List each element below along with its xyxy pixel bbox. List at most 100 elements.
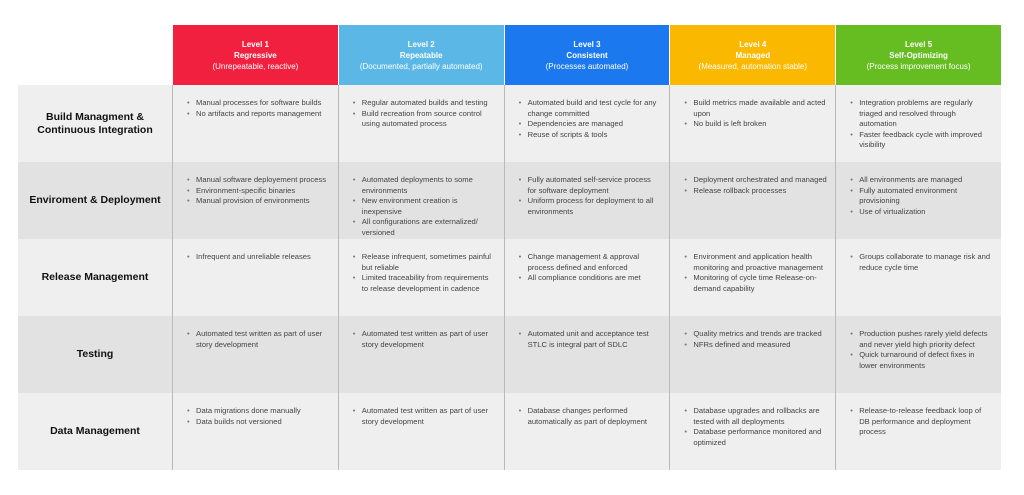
matrix-row: Release ManagementInfrequent and unrelia… [18,239,1001,316]
bullet-item: Monitoring of cycle time Release-on-dema… [684,273,827,294]
bullet-list: Fully automated self-service process for… [519,175,662,217]
bullet-item: No build is left broken [684,119,827,130]
bullet-item: All compliance conditions are met [519,273,662,284]
bullet-item: Fully automated environment provisioning [850,186,993,207]
level-description: (Documented, partially automated) [359,61,483,71]
matrix-cell: Deployment orchestrated and managedRelea… [669,162,835,239]
bullet-list: Change management & approval process def… [519,252,662,284]
bullet-item: Manual software deployement process [187,175,330,186]
level-name: Repeatable [399,50,443,60]
bullet-item: Limited traceability from requirements t… [353,273,496,294]
matrix-cell: Automated test written as part of user s… [337,393,504,470]
bullet-list: Groups collaborate to manage risk and re… [850,252,993,273]
bullet-list: Deployment orchestrated and managedRelea… [684,175,827,196]
bullet-list: Manual software deployement processEnvir… [187,175,330,207]
bullet-item: Automated test written as part of user s… [353,406,496,427]
matrix-cell: Data migrations done manuallyData builds… [172,393,338,470]
bullet-list: Database upgrades and rollbacks are test… [684,406,827,448]
bullet-list: Automated test written as part of user s… [353,406,496,427]
level-number: Level 3 [573,39,601,49]
bullet-list: Release infrequent, sometimes painful bu… [353,252,496,294]
bullet-item: Database changes performed automatically… [519,406,662,427]
bullet-item: All environments are managed [850,175,993,186]
matrix-cell: Environment and application health monit… [669,239,835,316]
bullet-list: Build metrics made available and acted u… [684,98,827,130]
bullet-item: Automated test written as part of user s… [187,329,330,350]
level-name: Regressive [234,50,277,60]
bullet-item: NFRs defined and measured [684,340,827,351]
row-label: Testing [76,348,114,360]
bullet-item: Automated build and test cycle for any c… [519,98,662,119]
matrix-cell: Release-to-release feedback loop of DB p… [835,393,1001,470]
row-label: Build Managment & Continuous Integration [37,110,153,136]
maturity-matrix: Level 1 Regressive (Unrepeatable, reacti… [18,25,1001,470]
header-corner [18,25,172,85]
bullet-item: Database upgrades and rollbacks are test… [684,406,827,427]
matrix-cell: Database changes performed automatically… [503,393,670,470]
level-description: (Processes automated) [545,61,629,71]
matrix-cell: Manual software deployement processEnvir… [172,162,338,239]
level-header-3: Level 3 Consistent (Processes automated) [503,25,670,85]
bullet-list: Data migrations done manuallyData builds… [187,406,330,427]
row-label: Enviroment & Deployment [29,194,161,206]
bullet-item: Reuse of scripts & tools [519,130,662,141]
matrix-body: Build Managment & Continuous Integration… [18,85,1001,470]
bullet-item: Data builds not versioned [187,417,330,428]
matrix-cell: Change management & approval process def… [503,239,670,316]
bullet-list: Environment and application health monit… [684,252,827,294]
bullet-list: Automated test written as part of user s… [187,329,330,350]
bullet-item: Automated unit and acceptance test STLC … [519,329,662,350]
level-description: (Process improvement focus) [866,61,971,71]
row-label: Data Management [50,425,140,437]
bullet-item: Dependencies are managed [519,119,662,130]
bullet-item: Release rollback processes [684,186,827,197]
bullet-list: All environments are managedFully automa… [850,175,993,217]
bullet-list: Automated build and test cycle for any c… [519,98,662,140]
bullet-item: Integration problems are regularly triag… [850,98,993,130]
matrix-cell: Quality metrics and trends are trackedNF… [669,316,835,393]
level-description: (Unrepeatable, reactive) [212,61,299,71]
bullet-item: Quality metrics and trends are tracked [684,329,827,340]
bullet-item: Database performance monitored and optim… [684,427,827,448]
bullet-item: New environment creation is inexpensive [353,196,496,217]
level-header-2: Level 2 Repeatable (Documented, partiall… [337,25,504,85]
bullet-item: Uniform process for deployment to all en… [519,196,662,217]
bullet-item: Build metrics made available and acted u… [684,98,827,119]
bullet-item: Environment-specific binaries [187,186,330,197]
bullet-item: Infrequent and unreliable releases [187,252,330,263]
level-header-1: Level 1 Regressive (Unrepeatable, reacti… [172,25,338,85]
bullet-item: Manual processes for software builds [187,98,330,109]
bullet-item: Automated test written as part of user s… [353,329,496,350]
matrix-cell: Production pushes rarely yield defects a… [835,316,1001,393]
bullet-item: Automated deployments to some environmen… [353,175,496,196]
bullet-item: Release infrequent, sometimes painful bu… [353,252,496,273]
bullet-item: All configurations are externalized/ ver… [353,217,496,238]
bullet-list: Integration problems are regularly triag… [850,98,993,151]
bullet-item: Change management & approval process def… [519,252,662,273]
bullet-list: Regular automated builds and testingBuil… [353,98,496,130]
matrix-cell: Automated unit and acceptance test STLC … [503,316,670,393]
matrix-row: Enviroment & Deployment Manual software d… [18,162,1001,239]
matrix-cell: Fully automated self-service process for… [503,162,670,239]
bullet-item: Deployment orchestrated and managed [684,175,827,186]
matrix-cell: Release infrequent, sometimes painful bu… [337,239,504,316]
bullet-item: Data migrations done manually [187,406,330,417]
matrix-cell: Groups collaborate to manage risk and re… [835,239,1001,316]
matrix-cell: Manual processes for software buildsNo a… [172,85,338,162]
bullet-list: Automated unit and acceptance test STLC … [519,329,662,350]
level-number: Level 2 [407,39,435,49]
bullet-list: Quality metrics and trends are trackedNF… [684,329,827,350]
bullet-item: Quick turnaround of defect fixes in lowe… [850,350,993,371]
level-header-4: Level 4 Managed (Measured, automation st… [669,25,836,85]
level-number: Level 5 [905,39,933,49]
matrix-row: Testing Automated test written as part of… [18,316,1001,393]
matrix-row: Data Management Data migrations done manu… [18,393,1001,470]
matrix-cell: Infrequent and unreliable releases [172,239,338,316]
matrix-cell: All environments are managedFully automa… [835,162,1001,239]
matrix-cell: Automated test written as part of user s… [337,316,504,393]
bullet-item: Release-to-release feedback loop of DB p… [850,406,993,438]
bullet-item: Manual provision of environments [187,196,330,207]
matrix-cell: Integration problems are regularly triag… [835,85,1001,162]
bullet-item: Regular automated builds and testing [353,98,496,109]
level-name: Self-Optimizing [889,50,948,60]
